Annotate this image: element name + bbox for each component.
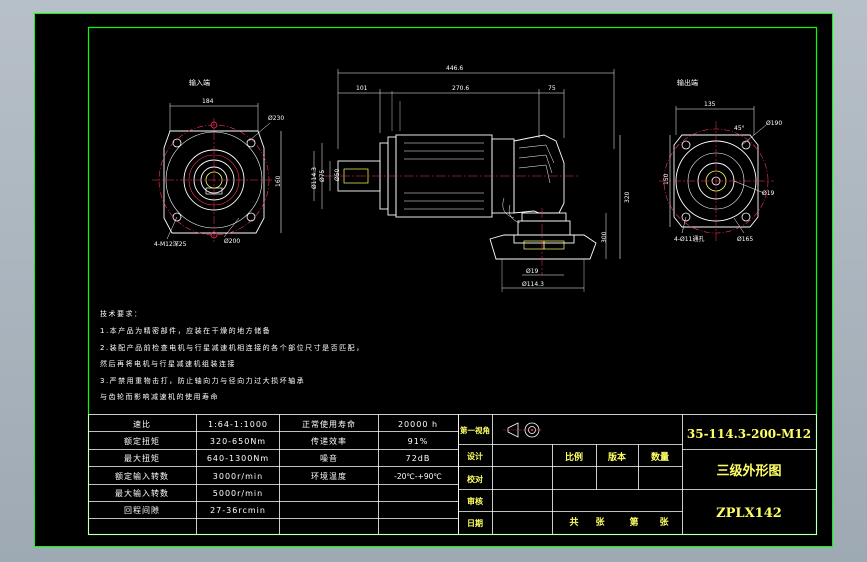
dim-overall: 446.6 [446, 65, 463, 72]
notes-line-4: 3.严禁用重物击打，防止轴向力与径向力过大损坏轴承 [100, 376, 305, 385]
check-label: 校对 [467, 474, 483, 484]
dim-bottom: Ø114.3 [522, 281, 544, 288]
spec-label2-1: 传递效率 [311, 436, 347, 446]
spec-value-0: 1:64-1:1000 [208, 420, 268, 429]
dim-230: Ø230 [268, 115, 284, 122]
dim-200: Ø200 [224, 238, 240, 245]
dim-key: Ø19 [526, 268, 539, 275]
sheet-total-label: 共 [569, 516, 578, 528]
projection-label: 第一视角 [460, 425, 490, 435]
dim-o190: Ø190 [766, 120, 782, 127]
dim-shaft1: Ø114.3 [311, 167, 318, 189]
notes-title: 技术要求： [100, 309, 143, 318]
sheet-unit2-label: 张 [659, 516, 669, 528]
cad-drawing: 输入端 184 [34, 13, 833, 547]
drawing-sheet: 输入端 184 [34, 13, 833, 547]
input-end-view: 输入端 184 [152, 78, 284, 248]
spec-label-3: 额定输入转数 [115, 471, 169, 481]
review-label: 审核 [467, 496, 483, 506]
spec-label-5: 回程间隙 [124, 505, 160, 515]
spec-label2-0: 正常使用寿命 [302, 419, 356, 429]
sheet-unit-label: 张 [595, 516, 605, 528]
spec-label-1: 额定扭矩 [124, 436, 160, 446]
spec-value-3: 3000r/min [213, 472, 263, 481]
spec-value-2: 640-1300Nm [207, 454, 269, 463]
spec-value-1: 320-650Nm [210, 437, 266, 446]
side-view: 446.6 101 270.6 75 [311, 65, 631, 292]
spec-label2-3: 环境温度 [311, 471, 347, 481]
output-view-label: 输出端 [677, 78, 698, 87]
dim-135: 135 [704, 101, 716, 108]
spec-table: 速比 1:64-1:1000 正常使用寿命 20000 h 额定扭矩 320-6… [88, 414, 459, 535]
dim-45: 45° [734, 125, 745, 132]
dim-160: 160 [275, 175, 282, 187]
notes-line-5: 与齿轮而影响减速机的使用寿命 [100, 392, 219, 401]
spec-label-2: 最大扭矩 [124, 453, 160, 463]
spec-value-4: 5000r/min [213, 489, 263, 498]
scale-label: 比例 [565, 451, 583, 463]
spec-value2-3: -20℃-+90℃ [394, 472, 442, 481]
notes-line-2: 2.装配产品前检查电机与行星减速机相连接的各个部位尺寸是否匹配， [100, 343, 365, 352]
dim-output-shaft: Ø19 [762, 190, 775, 197]
spec-value2-0: 20000 h [398, 420, 438, 429]
spec-label2-2: 噪音 [320, 453, 338, 463]
dim-m12: 4-M12深25 [154, 240, 187, 248]
qty-label: 数量 [651, 451, 669, 463]
dim-184: 184 [202, 98, 214, 105]
dim-shaft3: Ø50 [334, 168, 341, 181]
dim-165: Ø165 [737, 236, 753, 243]
dim-height: 320 [624, 191, 631, 203]
version-label: 版本 [607, 451, 627, 463]
notes-line-1: 1.本产品为精密部件，应装在干燥的地方储备 [100, 326, 271, 335]
spec-value2-1: 91% [408, 437, 429, 446]
output-end-view: 输出端 135 150 Ø1 [659, 78, 782, 243]
dim-base: 300 [601, 231, 608, 243]
spec-label-4: 最大输入转数 [115, 488, 169, 498]
dim-101: 101 [356, 85, 368, 92]
drawing-name: 三级外形图 [716, 463, 781, 479]
model-number: ZPLX142 [716, 506, 782, 521]
title-block: 第一视角 设计 校对 审核 日期 比例 版本 数量 共 张 第 张 [458, 414, 817, 535]
dim-150: 150 [663, 173, 670, 185]
technical-notes: 技术要求： 1.本产品为精密部件，应装在干燥的地方储备 2.装配产品前检查电机与… [100, 309, 365, 401]
sheet-no-label: 第 [629, 516, 638, 528]
dim-shaft2: Ø75 [319, 169, 326, 182]
dim-75: 75 [548, 85, 556, 92]
outer-frame [34, 13, 833, 547]
spec-label-0: 速比 [133, 419, 151, 429]
dim-270: 270.6 [452, 85, 469, 92]
projection-symbol-icon [503, 422, 542, 438]
drawing-number: 35-114.3-200-M12 [687, 427, 811, 441]
spec-value-5: 27-36rcmin [210, 506, 266, 515]
date-label: 日期 [467, 518, 483, 528]
dim-11: 4-Ø11通孔 [674, 235, 704, 243]
spec-value2-2: 72dB [406, 454, 431, 463]
input-view-label: 输入端 [189, 78, 210, 87]
notes-line-3: 然后再将电机与行星减速机组装连接 [100, 359, 236, 368]
design-label: 设计 [467, 451, 483, 461]
